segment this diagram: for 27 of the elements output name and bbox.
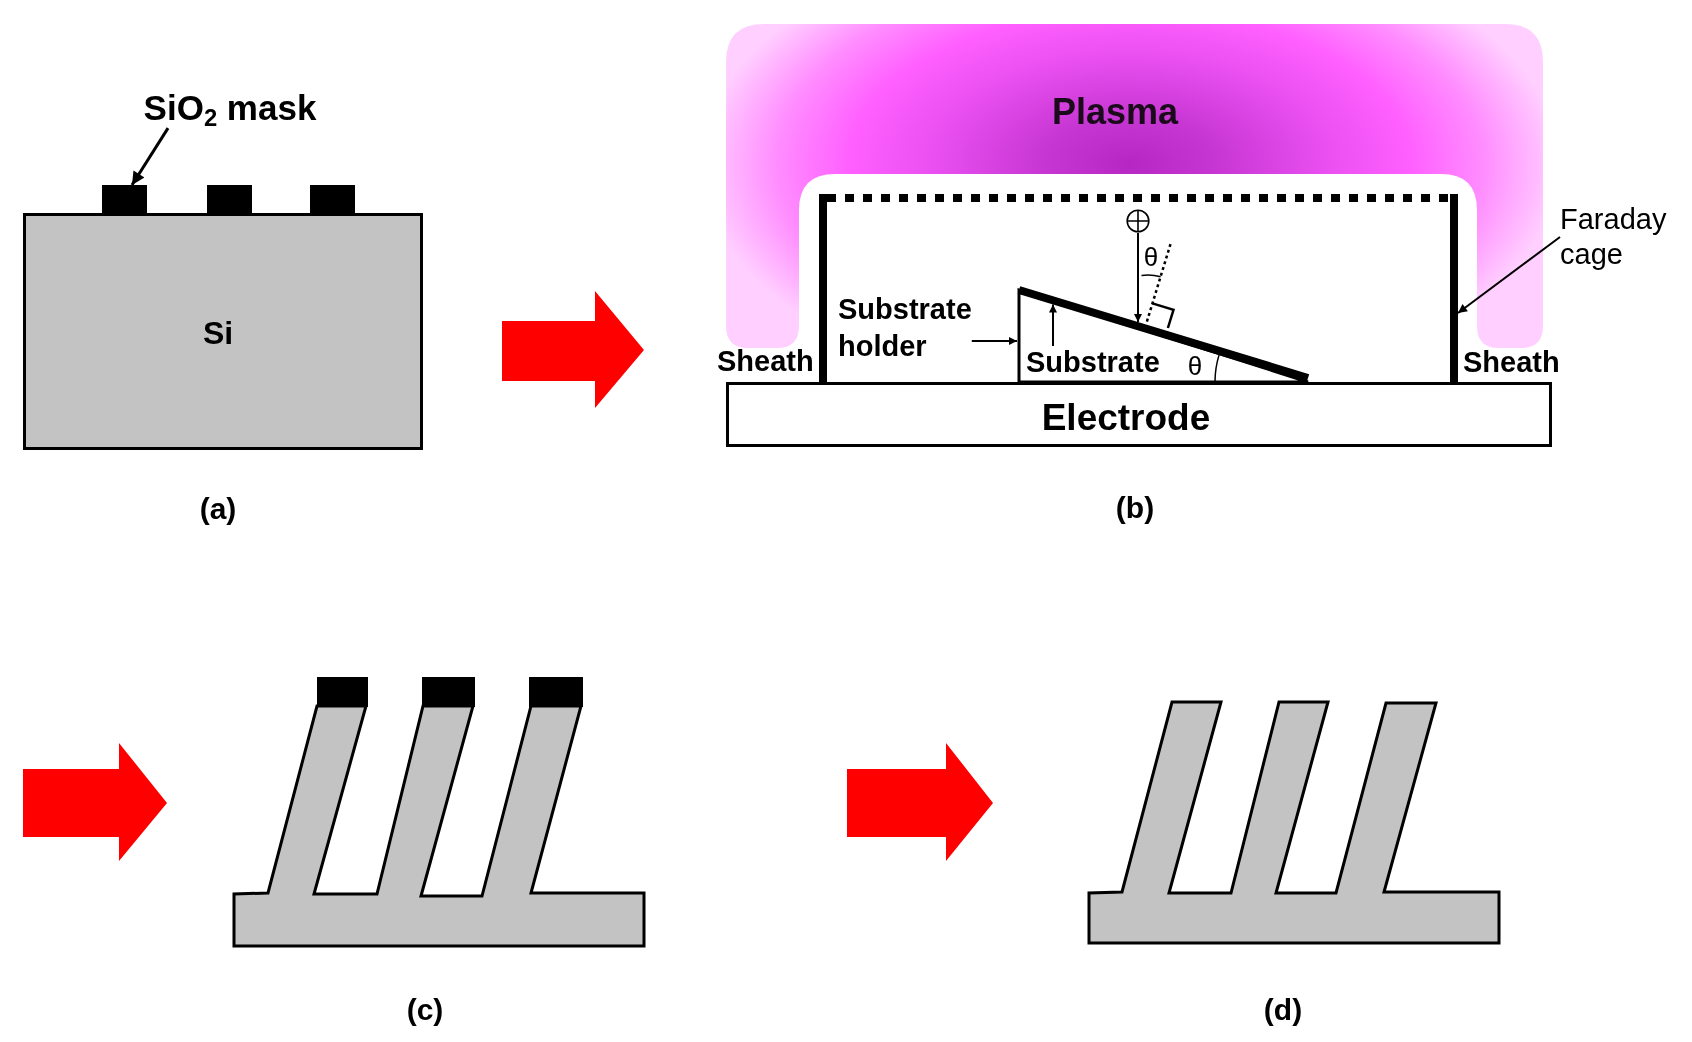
substrate-label: Substrate xyxy=(1026,346,1160,379)
electrode-plate xyxy=(726,382,1552,447)
holder-label: Substrate holder xyxy=(838,291,972,365)
ion-path-arrow xyxy=(1134,232,1142,324)
faraday-cage xyxy=(819,194,1458,382)
panel-caption: (c) xyxy=(406,992,444,1026)
sheath-label: Sheath xyxy=(1463,347,1560,379)
mask-block xyxy=(102,185,147,213)
panel-caption: (d) xyxy=(1263,992,1303,1026)
angle-label: θ xyxy=(1143,242,1159,272)
panel-caption: (a) xyxy=(199,491,237,525)
leader-arrow xyxy=(970,337,1018,345)
leader-arrow xyxy=(130,127,170,186)
angle-label: θ xyxy=(1187,351,1203,381)
cage-label: Faraday cage xyxy=(1560,202,1667,272)
silicon-block xyxy=(23,213,423,450)
silicon-label: Si xyxy=(202,314,234,352)
plasma-label: Plasma xyxy=(1051,91,1179,133)
sheath-label: Sheath xyxy=(717,346,814,378)
slanted-fin-structure xyxy=(1087,700,1501,945)
panel-caption: (b) xyxy=(1115,490,1155,524)
leader-arrow xyxy=(1457,236,1561,314)
leader-arrow xyxy=(1049,303,1057,347)
plus-circle-icon xyxy=(1126,209,1150,233)
masked-fin-structure xyxy=(232,675,646,948)
mask-label: SiO$_{2}$ mask xyxy=(143,87,317,129)
electrode-label: Electrode xyxy=(1041,396,1211,440)
